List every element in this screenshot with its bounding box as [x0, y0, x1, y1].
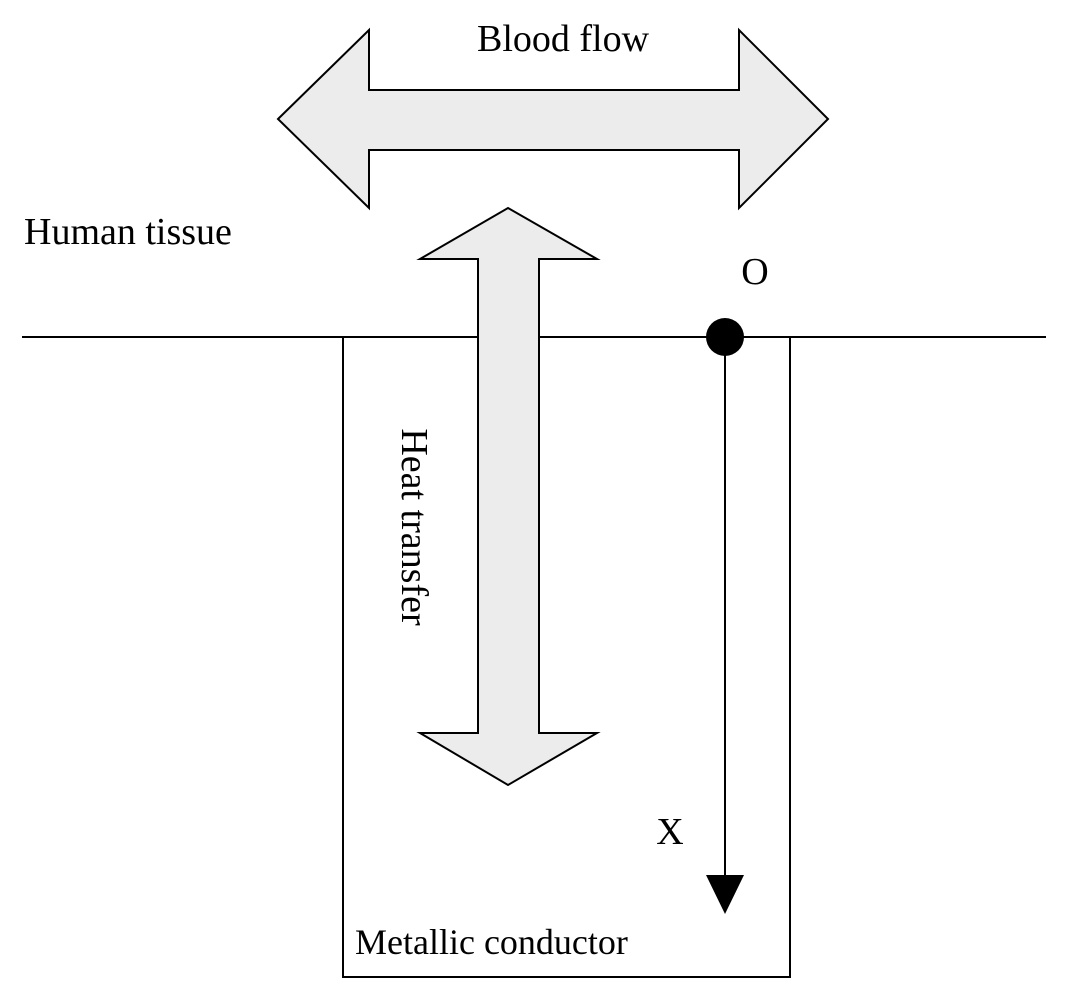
x-axis-arrowhead	[706, 875, 744, 914]
origin-point	[706, 318, 744, 356]
metallic-conductor-box	[342, 336, 791, 978]
metallic-conductor-label: Metallic conductor	[355, 922, 628, 962]
heat-transfer-arrow	[416, 206, 601, 787]
blood-flow-arrow	[276, 27, 830, 211]
heat-transfer-label: Heat transfer	[393, 428, 435, 626]
origin-label: O	[741, 251, 768, 293]
blood-flow-label: Blood flow	[477, 18, 650, 60]
human-tissue-label: Human tissue	[24, 211, 232, 253]
x-axis-label: X	[656, 811, 683, 853]
